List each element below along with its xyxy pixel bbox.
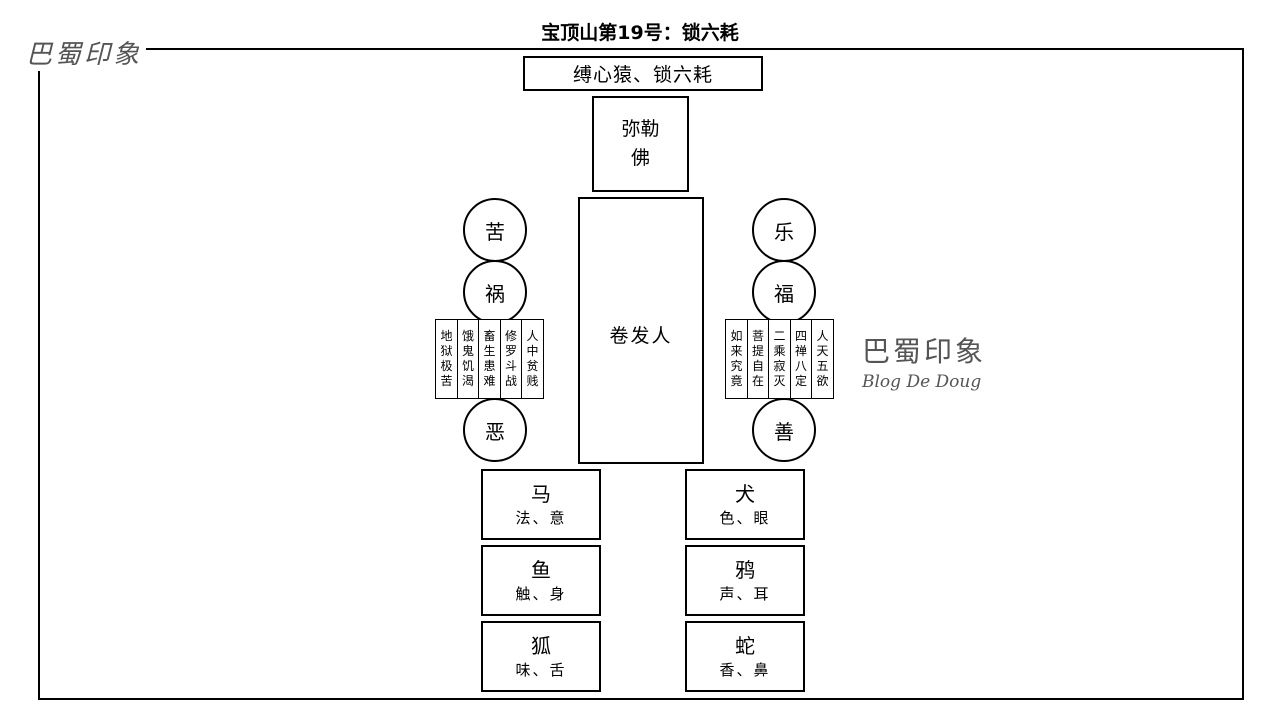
animal-name: 蛇 [735,633,755,658]
animal-sense: 触、身 [515,584,567,603]
left-circle-suffering: 苦 [463,198,527,262]
left-realm-label: 畜生患难 [483,329,496,388]
watermark-blog-text: Blog De Doug [862,372,982,392]
left-realm-label: 地狱极苦 [440,329,453,388]
left-realm-cell: 畜生患难 [478,319,501,399]
page-title: 宝顶山第19号：锁六耗 [541,22,739,44]
animal-box-horse: 马 法、意 [481,469,601,540]
left-realm-cell: 修罗斗战 [499,319,523,399]
right-realm-label: 人天五欲 [816,329,829,388]
right-realm-cell: 二乘寂灭 [768,319,791,399]
central-figure-box: 卷发人 [578,197,704,464]
left-realm-cell: 地狱极苦 [435,319,458,399]
left-realm-label: 饿鬼饥渴 [461,329,474,388]
left-realms-group: 地狱极苦饿鬼饥渴畜生患难修罗斗战人中贫贱 [435,319,544,399]
animal-sense: 法、意 [515,508,567,527]
right-realm-label: 菩提自在 [751,329,764,388]
right-realm-cell: 如来究竟 [725,319,748,399]
right-realms-group: 如来究竟菩提自在二乘寂灭四禅八定人天五欲 [725,319,834,399]
top-label-box: 缚心猿、锁六耗 [523,56,763,91]
animal-box-snake: 蛇 香、鼻 [685,621,805,692]
right-circle-joy: 乐 [752,198,816,262]
left-realm-label: 人中贫贱 [526,329,539,388]
animal-sense: 色、眼 [719,508,771,527]
animal-name: 狐 [531,633,551,658]
watermark-blog: 巴蜀印象 Blog De Doug [862,330,986,392]
left-realm-label: 修罗斗战 [504,329,517,388]
animal-box-fox: 狐 味、舌 [481,621,601,692]
diagram-frame [38,48,1244,700]
animal-sense: 香、鼻 [719,660,771,679]
animal-sense: 声、耳 [719,584,771,603]
maitreya-buddha-box: 弥勒佛 [592,96,689,192]
right-realm-cell: 人天五欲 [811,319,834,399]
right-circle-good: 善 [752,398,816,462]
animal-name: 犬 [735,481,755,506]
left-realm-cell: 饿鬼饥渴 [456,319,480,399]
animal-box-dog: 犬 色、眼 [685,469,805,540]
right-realm-label: 四禅八定 [794,329,807,388]
right-realm-cell: 菩提自在 [746,319,770,399]
left-realm-cell: 人中贫贱 [521,319,544,399]
animal-box-fish: 鱼 触、身 [481,545,601,616]
animal-name: 鱼 [531,557,551,582]
left-circle-misfortune: 祸 [463,260,527,324]
animal-box-crow: 鸦 声、耳 [685,545,805,616]
right-realm-label: 二乘寂灭 [773,329,786,388]
right-realm-cell: 四禅八定 [789,319,813,399]
animal-name: 鸦 [735,557,755,582]
animal-sense: 味、舌 [515,660,567,679]
watermark-logo-top-left: 巴蜀印象 [26,34,147,71]
left-circle-evil: 恶 [463,398,527,462]
watermark-logo-text: 巴蜀印象 [862,335,987,368]
animal-name: 马 [531,481,551,506]
right-realm-label: 如来究竟 [730,329,743,388]
right-circle-blessing: 福 [752,260,816,324]
